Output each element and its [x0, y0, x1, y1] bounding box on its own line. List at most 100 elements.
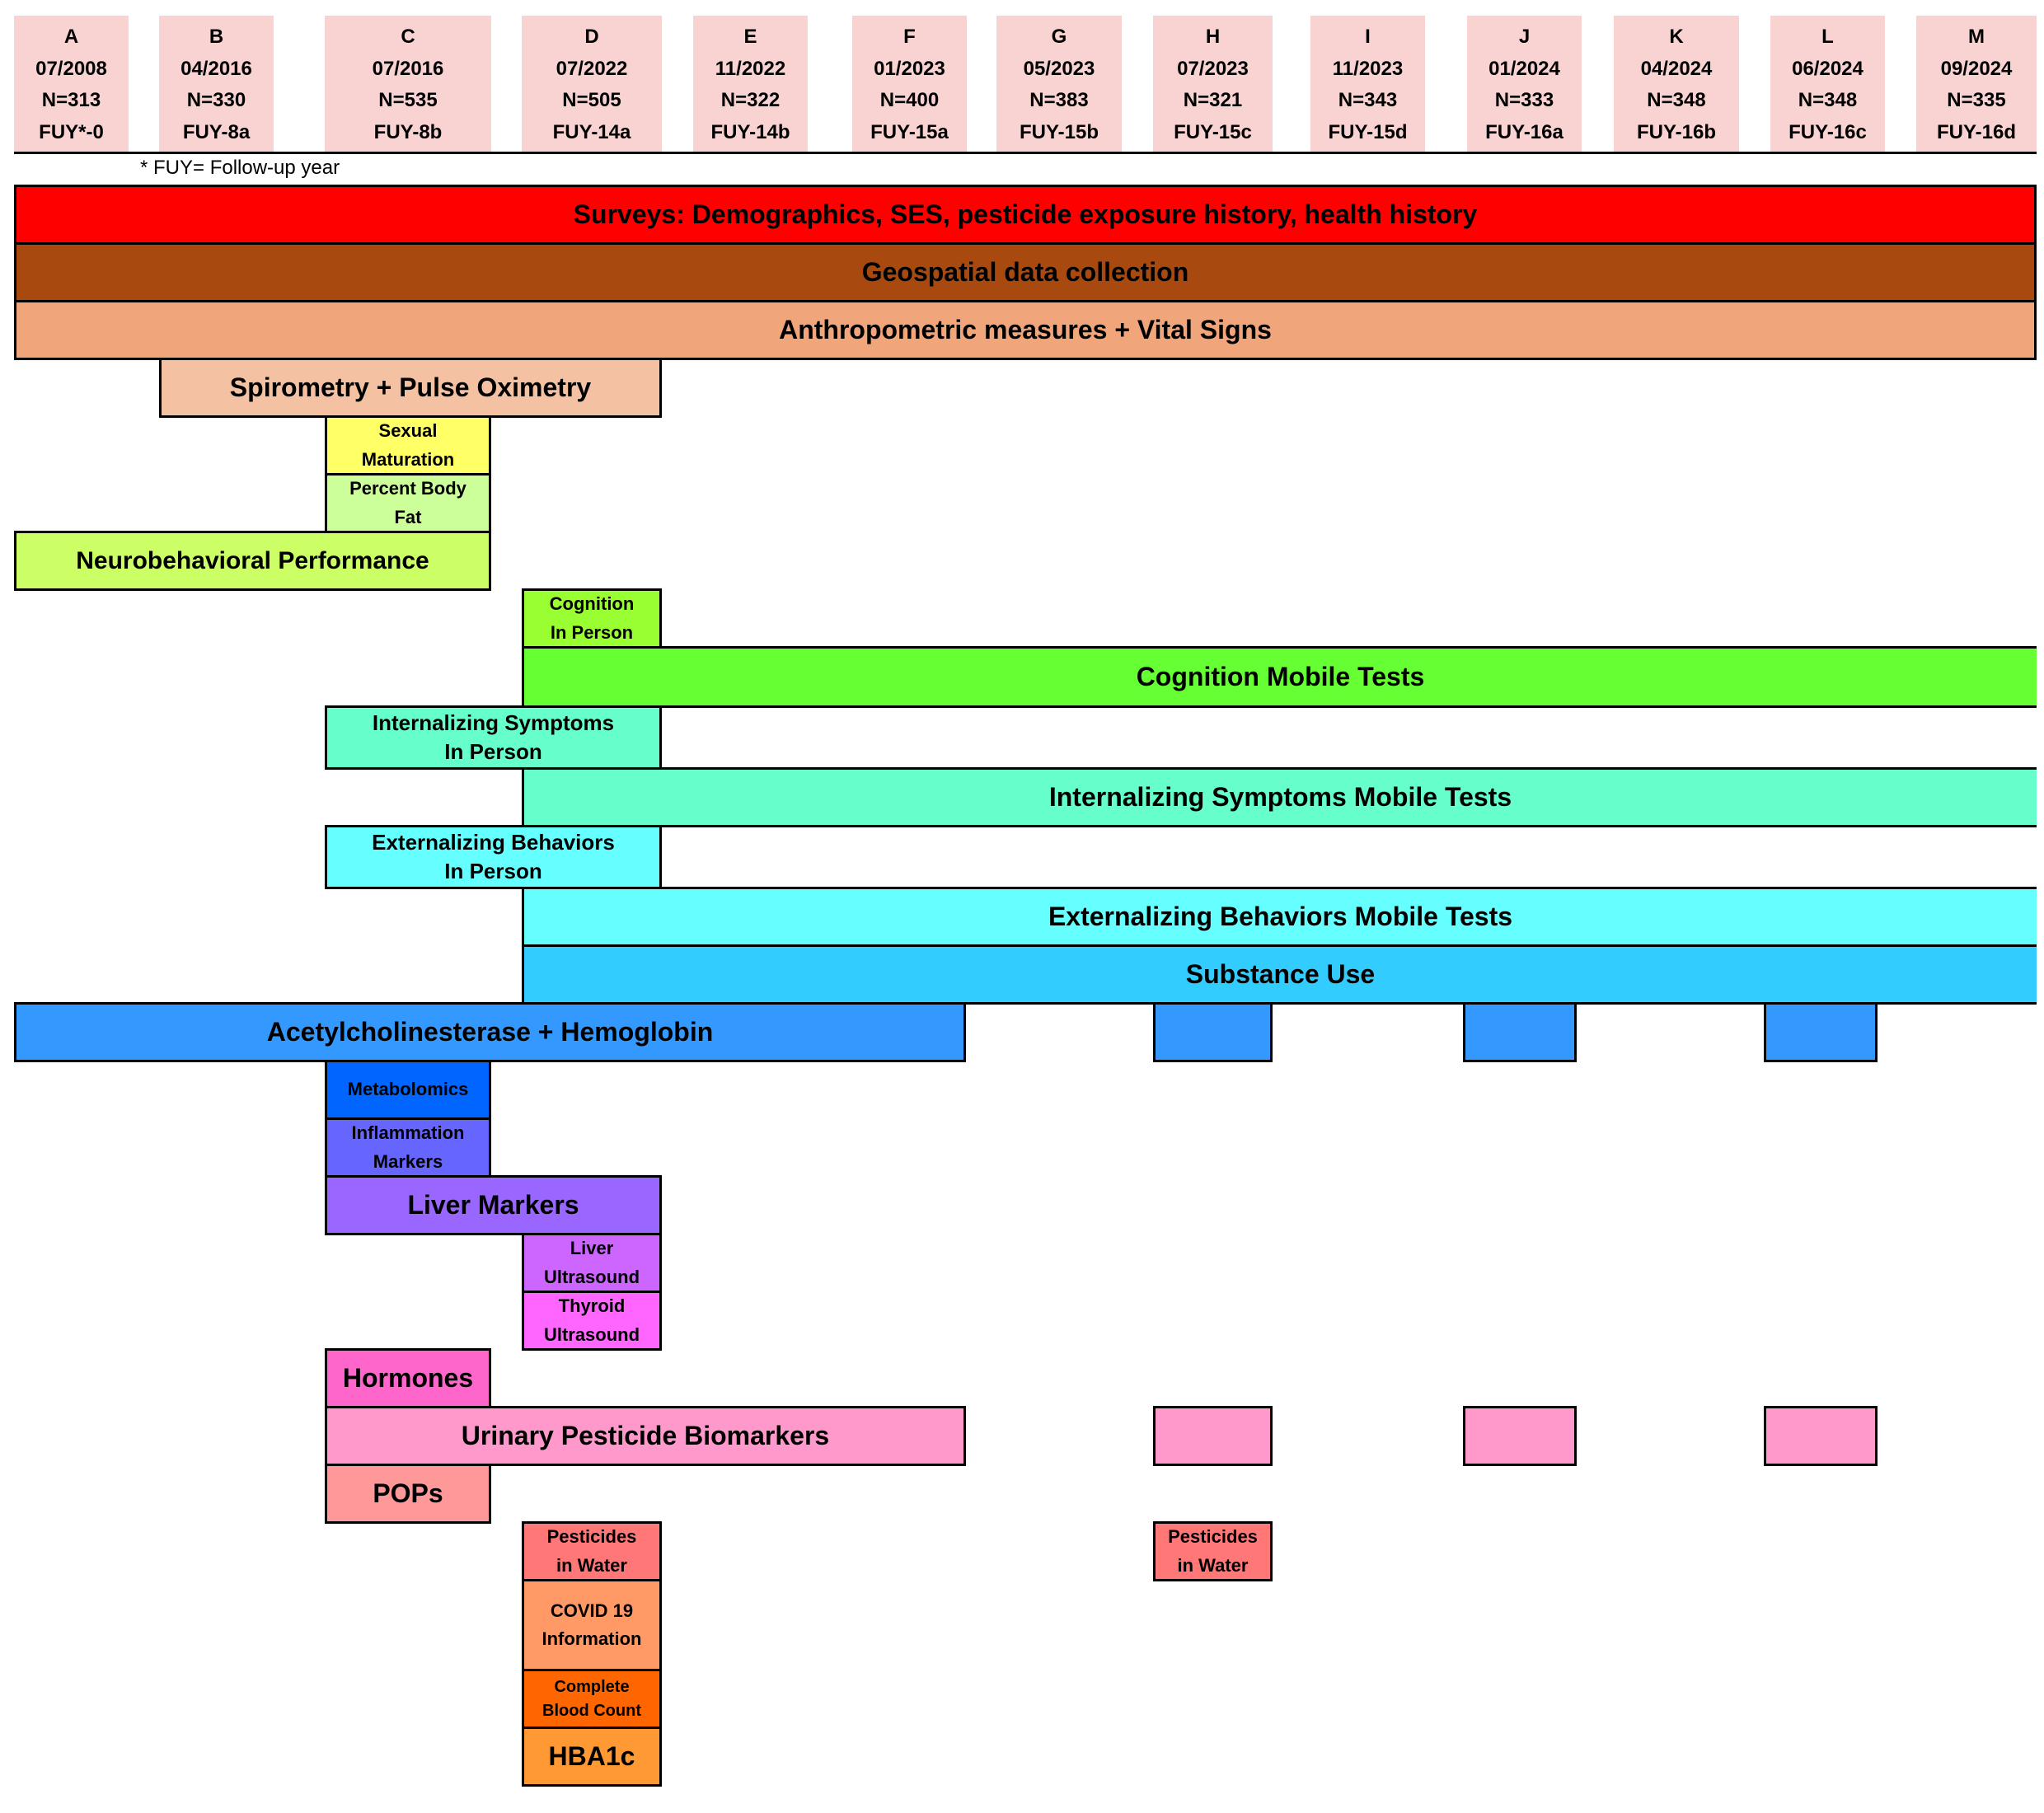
wave-header-l: L 06/2024 N=348 FUY-16c [1770, 16, 1885, 154]
bar-label: Geospatial data collection [861, 256, 1189, 287]
wave-header-j: J 01/2024 N=333 FUY-16a [1467, 16, 1582, 154]
wave-n: N=313 [41, 89, 101, 112]
bar-label-line: Ultrasound [543, 1266, 640, 1287]
bar-label-line: Externalizing Behaviors [372, 829, 615, 855]
wave-fuy: FUY-15d [1328, 120, 1408, 143]
wave-id: L [1821, 26, 1834, 49]
bar-substance-use: Substance Use [522, 944, 2037, 1005]
bar-externalizing-mobile: Externalizing Behaviors Mobile Tests [522, 887, 2037, 947]
wave-date: 11/2023 [1332, 57, 1404, 80]
bar-label-line: Sexual [378, 420, 438, 442]
bar-label-line: Thyroid [558, 1295, 626, 1317]
bar-urinary-wave-h [1153, 1406, 1273, 1466]
wave-n: N=343 [1338, 89, 1398, 112]
wave-fuy: FUY-16d [1936, 120, 2017, 143]
bar-spirometry: Spirometry + Pulse Oximetry [159, 358, 662, 418]
bar-label: Anthropometric measures + Vital Signs [779, 314, 1272, 344]
bar-label-line: in Water [556, 1554, 627, 1576]
bar-label-line: Maturation [361, 448, 455, 470]
wave-date: 01/2024 [1488, 57, 1560, 80]
wave-header-m: M 09/2024 N=335 FUY-16d [1916, 16, 2037, 154]
bar-label-line: Ultrasound [543, 1323, 640, 1345]
bar-label: Metabolomics [347, 1079, 469, 1100]
wave-n: N=330 [186, 89, 246, 112]
bar-geospatial: Geospatial data collection [14, 242, 2037, 302]
bar-label-line: Cognition [549, 593, 635, 615]
bar-cognition-mobile: Cognition Mobile Tests [522, 646, 2037, 708]
wave-date: 01/2023 [874, 57, 945, 80]
wave-fuy: FUY*-0 [39, 120, 104, 143]
wave-n: N=321 [1183, 89, 1243, 112]
bar-label-line: Pesticides [546, 1526, 637, 1548]
bar-label: Surveys: Demographics, SES, pesticide ex… [573, 199, 1478, 229]
wave-n: N=348 [1647, 89, 1706, 112]
wave-fuy: FUY-14b [710, 120, 790, 143]
bar-label: Urinary Pesticide Biomarkers [461, 1420, 830, 1450]
wave-fuy: FUY-15b [1019, 120, 1099, 143]
bar-surveys: Surveys: Demographics, SES, pesticide ex… [14, 185, 2037, 245]
bar-pesticides-water-d: Pesticides in Water [522, 1521, 662, 1581]
wave-header-a: A 07/2008 N=313 FUY*-0 [14, 16, 129, 154]
bar-label: Hormones [342, 1362, 474, 1393]
wave-date: 07/2016 [372, 57, 444, 80]
bar-metabolomics: Metabolomics [325, 1060, 491, 1120]
wave-id: E [743, 26, 757, 49]
wave-header-k: K 04/2024 N=348 FUY-16b [1614, 16, 1739, 154]
bar-label-line: COVID 19 [550, 1600, 634, 1621]
wave-n: N=348 [1798, 89, 1858, 112]
wave-n: N=505 [562, 89, 621, 112]
wave-header-i: I 11/2023 N=343 FUY-15d [1310, 16, 1425, 154]
bar-label-line: Liver [570, 1238, 614, 1259]
wave-n: N=335 [1947, 89, 2006, 112]
bar-externalizing-in-person: Externalizing Behaviors In Person [325, 825, 662, 889]
wave-fuy: FUY-16b [1636, 120, 1717, 143]
bar-label: Substance Use [1185, 958, 1376, 989]
bar-label-line: Markers [373, 1150, 443, 1172]
wave-header-c: C 07/2016 N=535 FUY-8b [325, 16, 491, 154]
bar-urinary-wave-l [1764, 1406, 1878, 1466]
wave-n: N=400 [879, 89, 940, 112]
wave-id: G [1051, 26, 1067, 49]
bar-label-line: Fat [394, 506, 422, 527]
wave-id: M [1968, 26, 1985, 49]
bar-label: Internalizing Symptoms Mobile Tests [1048, 781, 1512, 812]
bar-label-line: Percent Body [349, 478, 466, 499]
wave-fuy: FUY-8a [182, 120, 251, 143]
wave-date: 09/2024 [1940, 57, 2013, 80]
wave-header-g: G 05/2023 N=383 FUY-15b [996, 16, 1122, 154]
wave-n: N=535 [378, 89, 438, 112]
wave-header-h: H 07/2023 N=321 FUY-15c [1153, 16, 1273, 154]
bar-cognition-in-person: Cognition In Person [522, 588, 662, 649]
wave-header-f: F 01/2023 N=400 FUY-15a [852, 16, 967, 154]
bar-label-line: In Person [444, 859, 542, 883]
bar-label-line: Blood Count [542, 1701, 641, 1720]
bar-label: Cognition Mobile Tests [1136, 661, 1425, 691]
wave-date: 04/2016 [180, 57, 252, 80]
wave-date: 06/2024 [1792, 57, 1864, 80]
bar-urinary-pesticide: Urinary Pesticide Biomarkers [325, 1406, 966, 1466]
bar-label-line: Inflammation [351, 1122, 465, 1144]
wave-date: 05/2023 [1023, 57, 1095, 80]
wave-id: A [63, 26, 79, 49]
wave-date: 07/2022 [556, 57, 628, 80]
wave-id: I [1365, 26, 1371, 49]
bar-hba1c: HBA1c [522, 1726, 662, 1787]
bar-label: Spirometry + Pulse Oximetry [229, 372, 592, 402]
wave-id: F [903, 26, 916, 49]
bar-pops: POPs [325, 1464, 491, 1524]
wave-header-e: E 11/2022 N=322 FUY-14b [693, 16, 808, 154]
wave-fuy: FUY-16c [1788, 120, 1867, 143]
bar-label-line: In Person [444, 739, 542, 764]
wave-id: D [584, 26, 599, 49]
bar-label: Externalizing Behaviors Mobile Tests [1048, 901, 1513, 931]
bar-label-line: In Person [550, 621, 634, 643]
wave-id: J [1518, 26, 1531, 49]
bar-label: Neurobehavioral Performance [76, 547, 429, 574]
wave-n: N=383 [1029, 89, 1089, 112]
